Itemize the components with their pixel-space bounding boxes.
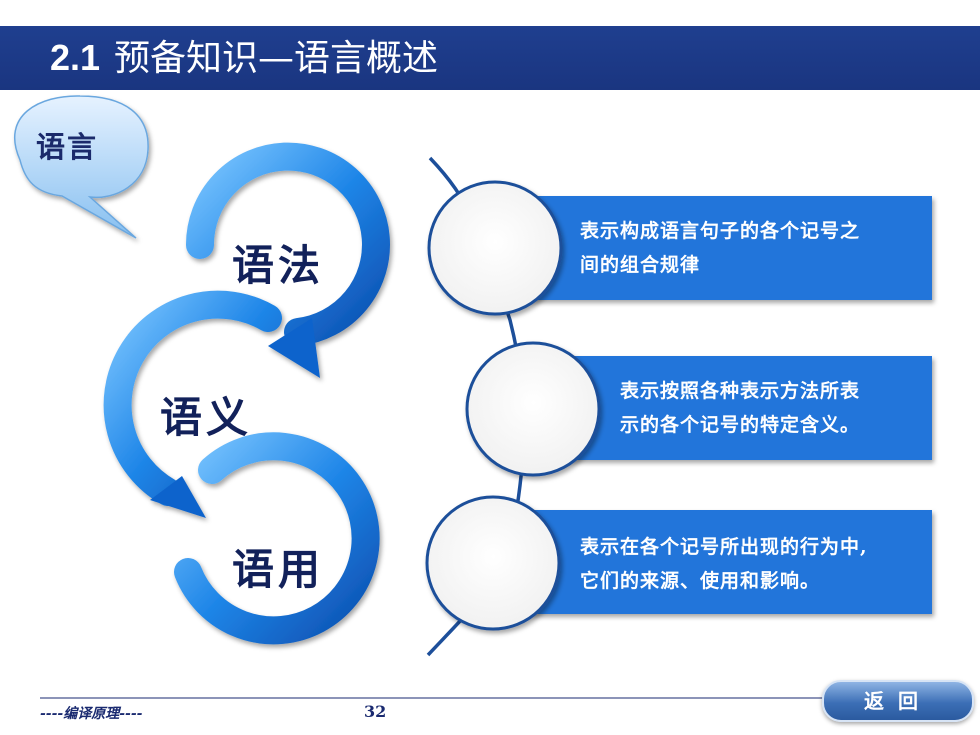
description-line: 表示构成语言句子的各个记号之 (580, 220, 861, 242)
page-number: 32 (364, 702, 387, 721)
bullet-circle-1 (427, 180, 563, 316)
description-bar-3 (522, 510, 932, 614)
description-line: 它们的来源、使用和影响。 (580, 570, 821, 592)
slide-title: 2.1 预备知识—语言概述 (50, 32, 438, 85)
speech-bubble (13, 95, 149, 239)
ring-label-pragmatics: 语用 (232, 545, 325, 594)
description-bar-1 (522, 196, 932, 300)
section-number: 2.1 (50, 37, 101, 78)
ring-label-semantics: 语义 (160, 393, 253, 442)
bubble-label: 语言 (36, 130, 99, 164)
course-name: ----编译原理---- (40, 706, 143, 722)
description-line: 示的各个记号的特定含义。 (620, 414, 861, 436)
cycle-ring-bottom (174, 432, 380, 645)
description-line: 表示按照各种表示方法所表 (620, 380, 861, 402)
description-line: 表示在各个记号所出现的行为中, (580, 536, 868, 558)
description-text-1: 表示构成语言句子的各个记号之 间的组合规律 (580, 214, 930, 282)
cycle-ring-top (185, 142, 390, 378)
description-bar-2 (560, 356, 932, 460)
title-text: 预备知识—语言概述 (114, 38, 439, 79)
bullet-circle-2 (465, 341, 601, 477)
cycle-ring-middle (103, 290, 282, 518)
ring-label-syntax: 语法 (232, 241, 325, 290)
description-line: 间的组合规律 (580, 254, 701, 276)
description-text-2: 表示按照各种表示方法所表 示的各个记号的特定含义。 (620, 374, 920, 442)
description-text-3: 表示在各个记号所出现的行为中, 它们的来源、使用和影响。 (580, 530, 932, 598)
title-bar: 2.1 预备知识—语言概述 (0, 26, 980, 90)
return-button[interactable]: 返回 (822, 680, 974, 722)
bullet-circle-3 (425, 495, 561, 631)
